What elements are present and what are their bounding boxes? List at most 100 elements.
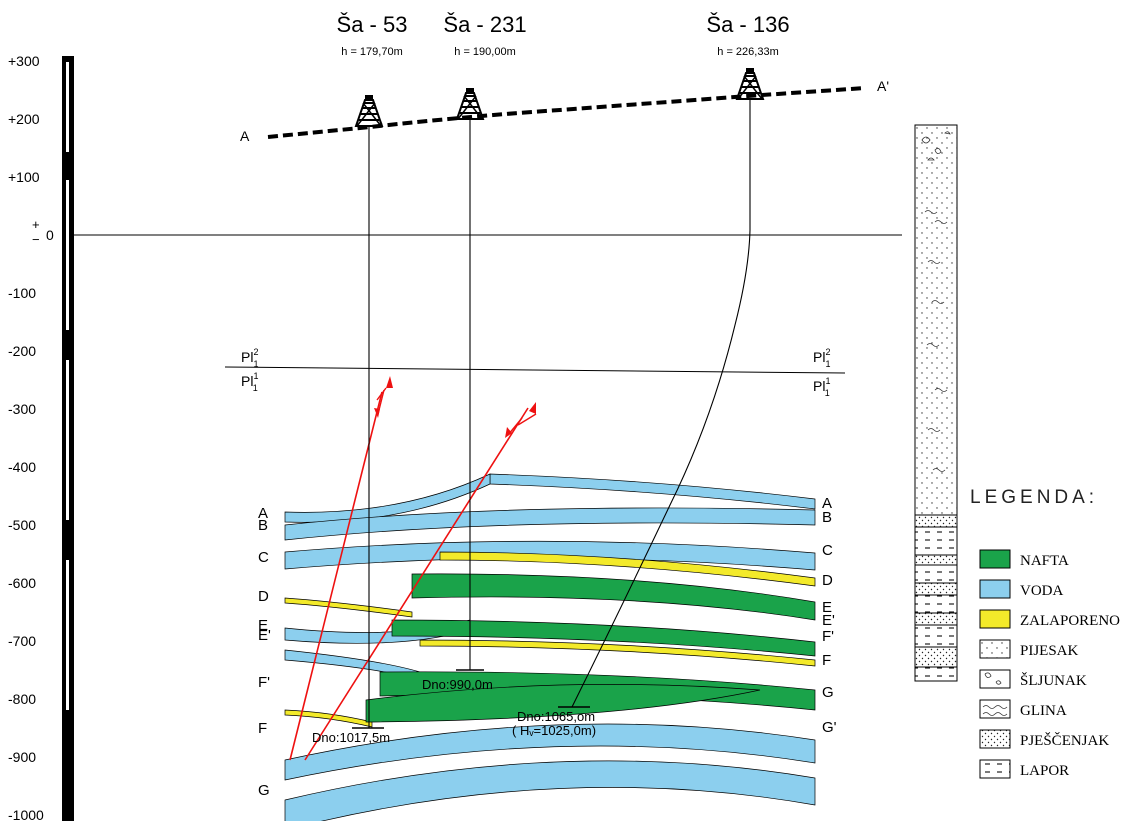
fault-1 bbox=[289, 376, 393, 761]
lithology-column bbox=[914, 124, 958, 682]
zero-minus-sign: − bbox=[32, 232, 40, 247]
well-231-bottom: Dno:990,0m bbox=[422, 677, 493, 692]
legend-swatch-pjescenjak bbox=[979, 729, 1011, 749]
legend-swatch-voda bbox=[979, 579, 1011, 599]
well-sa-136 bbox=[558, 68, 765, 708]
layer-label-right: E' bbox=[822, 612, 835, 629]
layer-label-left: F bbox=[258, 720, 267, 737]
depth-tick-label: -800 bbox=[8, 691, 36, 707]
legend-label-pijesak: PIJESAK bbox=[1020, 643, 1079, 659]
legend-title: LEGENDA: bbox=[970, 487, 1098, 508]
profile-start-label: A bbox=[240, 128, 250, 144]
layer-e-clay-band bbox=[419, 639, 816, 667]
depth-axis: +300+200+1000-100-200-300-400-500-600-70… bbox=[8, 53, 74, 823]
depth-tick-label: 0 bbox=[46, 227, 54, 243]
legend-swatch-zalaporeno bbox=[979, 609, 1011, 629]
depth-tick-label: -1000 bbox=[8, 807, 44, 821]
well-231-name: Ša - 231 bbox=[443, 12, 526, 37]
layer-g-band bbox=[284, 723, 816, 781]
well-136-elevation: h = 226,33m bbox=[717, 46, 778, 58]
clay-icon bbox=[982, 705, 1008, 716]
layer-label-right: B bbox=[822, 509, 832, 526]
depth-tick-label: -200 bbox=[8, 343, 36, 359]
legend-item-voda: VODA bbox=[979, 579, 1063, 599]
layer-label-right: G' bbox=[822, 719, 837, 736]
depth-tick-label: -700 bbox=[8, 633, 36, 649]
layer-label-right: C bbox=[822, 542, 833, 559]
legend-item-pijesak: PIJESAK bbox=[979, 639, 1079, 659]
depth-tick-label: +300 bbox=[8, 53, 40, 69]
legend-item-nafta: NAFTA bbox=[979, 549, 1069, 569]
legend: LEGENDA: NAFTA VODA ZALAPORENO PIJESAK ŠLJUN… bbox=[970, 487, 1120, 779]
layer-e-oil-band bbox=[391, 619, 816, 657]
legend-item-lapor: LAPOR bbox=[979, 759, 1069, 779]
legend-swatch-nafta bbox=[979, 549, 1011, 569]
layer-label-right: D bbox=[822, 572, 833, 589]
well-136-bottom-note: ( Hᵥ=1025,0m) bbox=[512, 723, 596, 738]
legend-swatch-pijesak bbox=[979, 639, 1011, 659]
depth-tick-label: -300 bbox=[8, 401, 36, 417]
derrick-icon bbox=[735, 68, 765, 100]
depth-tick-label: +100 bbox=[8, 169, 40, 185]
layer-label-right: A bbox=[822, 495, 832, 512]
well-sa-53 bbox=[352, 95, 384, 729]
legend-item-sljunak: ŠLJUNAK bbox=[979, 669, 1087, 689]
layer-label-right: E bbox=[822, 599, 832, 616]
depth-tick-label: -900 bbox=[8, 749, 36, 765]
layer-label-right: F' bbox=[822, 628, 834, 645]
layer-label-left: E bbox=[258, 617, 268, 634]
pliocene-boundary-line bbox=[224, 366, 846, 374]
legend-label-nafta: NAFTA bbox=[1020, 553, 1069, 569]
layer-label-left: F' bbox=[258, 674, 270, 691]
layer-label-right: F bbox=[822, 652, 831, 669]
layer-f-main-oil-band bbox=[365, 684, 761, 723]
legend-item-glina: GLINA bbox=[979, 699, 1067, 719]
derrick-icon bbox=[455, 88, 485, 120]
well-136-bottom: Dno:1065,om bbox=[517, 709, 595, 724]
legend-label-voda: VODA bbox=[1020, 583, 1063, 599]
depth-tick-label: -500 bbox=[8, 517, 36, 533]
legend-label-lapor: LAPOR bbox=[1020, 763, 1069, 779]
zero-plus-sign: + bbox=[32, 217, 40, 232]
depth-tick-label: +200 bbox=[8, 111, 40, 127]
legend-label-zalaporeno: ZALAPORENO bbox=[1020, 613, 1120, 629]
layer-f-prime-clay-band bbox=[284, 709, 373, 728]
layer-g-lower-band bbox=[284, 760, 816, 826]
well-53-name: Ša - 53 bbox=[337, 12, 408, 37]
legend-item-pjescenjak: PJEŠČENJAK bbox=[979, 729, 1109, 749]
well-231-elevation: h = 190,00m bbox=[454, 46, 515, 58]
layer-a-band-right bbox=[489, 473, 816, 510]
legend-swatch-glina bbox=[979, 699, 1011, 719]
layer-label-left: D bbox=[258, 588, 269, 605]
depth-tick-label: -400 bbox=[8, 459, 36, 475]
well-sa-231 bbox=[455, 88, 485, 671]
layer-label-right: G bbox=[822, 684, 834, 701]
profile-end-label: A' bbox=[877, 78, 889, 94]
legend-item-zalaporeno: ZALAPORENO bbox=[979, 609, 1120, 629]
layer-b-band bbox=[284, 507, 816, 541]
layer-label-left: B bbox=[258, 517, 268, 534]
well-136-name: Ša - 136 bbox=[706, 12, 789, 37]
layer-label-left: A bbox=[258, 505, 268, 522]
layer-label-left: G bbox=[258, 782, 270, 799]
well-53-bottom: Dno:1017,5m bbox=[312, 730, 390, 745]
legend-swatch-sljunak bbox=[979, 669, 1011, 689]
gravel-icon bbox=[984, 672, 1002, 685]
layer-label-left: E' bbox=[258, 627, 271, 644]
depth-tick-label: -100 bbox=[8, 285, 36, 301]
profile-line bbox=[267, 86, 866, 139]
legend-label-pjescenjak: PJEŠČENJAK bbox=[1020, 732, 1109, 749]
fault-2 bbox=[304, 402, 537, 761]
layer-d-oil-band bbox=[411, 573, 816, 621]
